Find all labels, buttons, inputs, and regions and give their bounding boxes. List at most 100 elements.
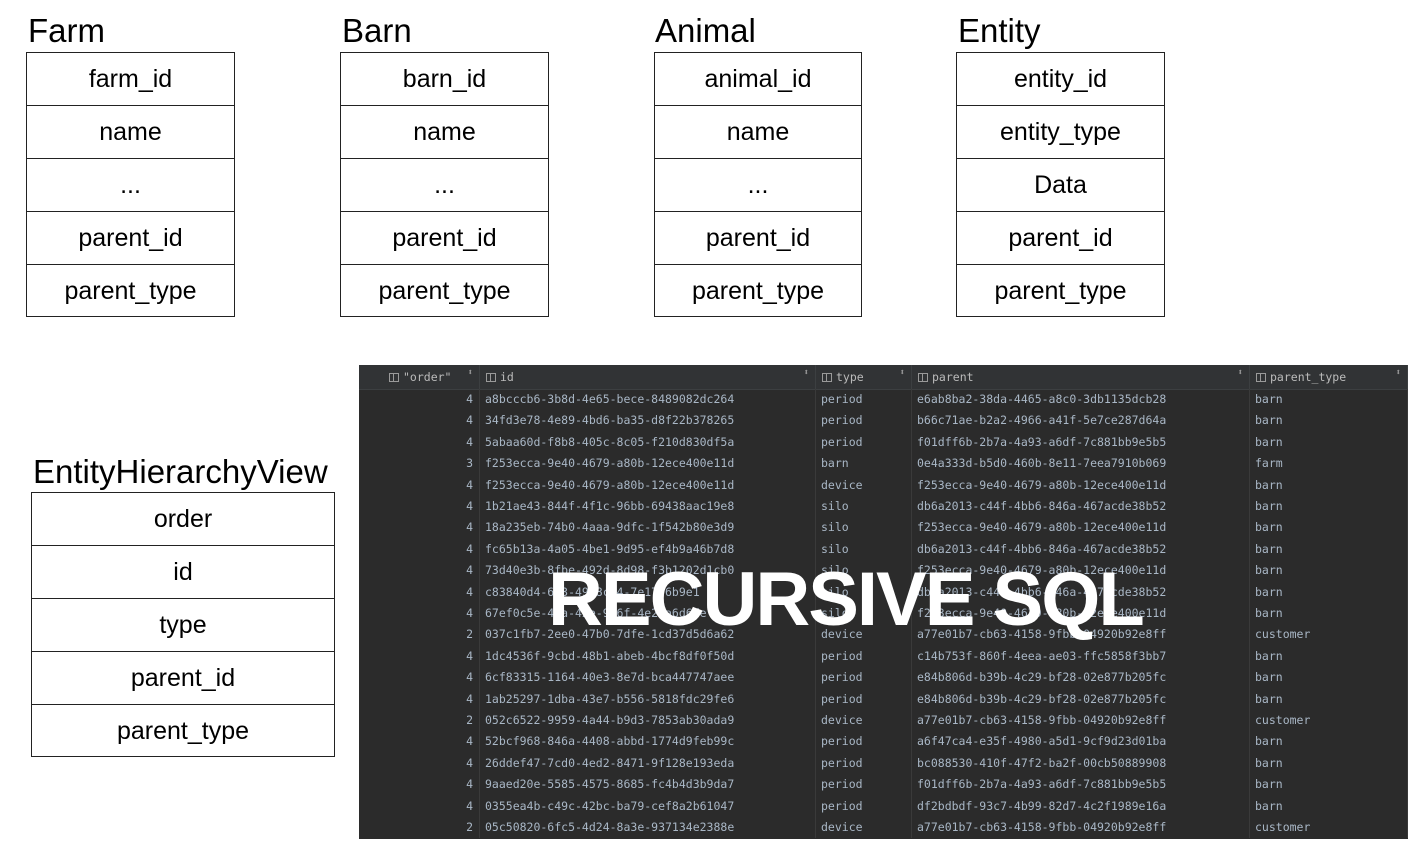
cell-parent-type[interactable]: barn	[1250, 538, 1408, 561]
cell-type[interactable]: period	[816, 795, 912, 817]
cell-parent-type[interactable]: barn	[1250, 688, 1408, 710]
cell-parent-type[interactable]: customer	[1250, 710, 1408, 732]
cell-parent[interactable]: e84b806d-b39b-4c29-bf28-02e877b205fc	[912, 688, 1250, 710]
sort-icon[interactable]: ⬍	[1395, 368, 1401, 378]
cell-id[interactable]: 1ab25297-1dba-43e7-b556-5818fdc29fe6	[480, 688, 816, 710]
cell-type[interactable]: period	[816, 774, 912, 796]
cell-order[interactable]: 4	[359, 688, 480, 710]
cell-type[interactable]: silo	[816, 517, 912, 539]
cell-id[interactable]: 34fd3e78-4e89-4bd6-ba35-d8f22b378265	[480, 410, 816, 432]
cell-order[interactable]: 2	[359, 710, 480, 732]
cell-parent-type[interactable]: barn	[1250, 389, 1408, 411]
cell-id[interactable]: 1dc4536f-9cbd-48b1-abeb-4bcf8df0f50d	[480, 645, 816, 668]
cell-parent-type[interactable]: barn	[1250, 431, 1408, 454]
cell-parent[interactable]: b66c71ae-b2a2-4966-a41f-5e7ce287d64a	[912, 410, 1250, 432]
cell-type[interactable]: device	[816, 474, 912, 496]
cell-parent[interactable]: a77e01b7-cb63-4158-9fbb-04920b92e8ff	[912, 817, 1250, 839]
cell-type[interactable]: device	[816, 710, 912, 732]
cell-parent[interactable]: 0e4a333d-b5d0-460b-8e11-7eea7910b069	[912, 453, 1250, 475]
cell-type[interactable]: silo	[816, 560, 912, 582]
cell-order[interactable]: 4	[359, 431, 480, 454]
cell-id[interactable]: 037c1fb7-2ee0-47b0-7dfe-1cd37d5d6a62	[480, 624, 816, 646]
column-header-id[interactable]: id ⬍	[480, 365, 816, 389]
cell-order[interactable]: 4	[359, 752, 480, 775]
cell-order[interactable]: 4	[359, 581, 480, 603]
cell-parent-type[interactable]: barn	[1250, 496, 1408, 518]
cell-parent-type[interactable]: barn	[1250, 410, 1408, 432]
cell-id[interactable]: a8bcccb6-3b8d-4e65-bece-8489082dc264	[480, 389, 816, 411]
cell-type[interactable]: period	[816, 731, 912, 753]
column-header-parent-type[interactable]: parent_type ⬍	[1250, 365, 1408, 389]
cell-type[interactable]: period	[816, 431, 912, 454]
column-header-type[interactable]: type ⬍	[816, 365, 912, 389]
cell-parent[interactable]: a77e01b7-cb63-4158-9fbb-04920b92e8ff	[912, 624, 1250, 646]
cell-parent[interactable]: f01dff6b-2b7a-4a93-a6df-7c881bb9e5b5	[912, 431, 1250, 454]
cell-parent-type[interactable]: farm	[1250, 453, 1408, 475]
cell-id[interactable]: 05c50820-6fc5-4d24-8a3e-937134e2388e	[480, 817, 816, 839]
cell-type[interactable]: period	[816, 752, 912, 775]
sort-icon[interactable]: ⬍	[803, 368, 809, 378]
cell-id[interactable]: 26ddef47-7cd0-4ed2-8471-9f128e193eda	[480, 752, 816, 775]
cell-id[interactable]: 1b21ae43-844f-4f1c-96bb-69438aac19e8	[480, 496, 816, 518]
cell-type[interactable]: device	[816, 624, 912, 646]
sort-icon[interactable]: ⬍	[899, 368, 905, 378]
cell-id[interactable]: 052c6522-9959-4a44-b9d3-7853ab30ada9	[480, 710, 816, 732]
cell-type[interactable]: period	[816, 667, 912, 689]
cell-id[interactable]: c83840d4-6c3-49-8c24-7e17f6b9e1	[480, 581, 816, 603]
cell-parent[interactable]: e6ab8ba2-38da-4465-a8c0-3db1135dcb28	[912, 389, 1250, 411]
cell-type[interactable]: silo	[816, 538, 912, 561]
cell-parent-type[interactable]: barn	[1250, 731, 1408, 753]
cell-id[interactable]: 73d40e3b-8fbe-492d-8d98-f3b1202d1cb0	[480, 560, 816, 582]
cell-parent[interactable]: f253ecca-9e40-4679-a80b-12ece400e11d	[912, 603, 1250, 625]
cell-parent-type[interactable]: barn	[1250, 752, 1408, 775]
cell-order[interactable]: 4	[359, 795, 480, 817]
sort-icon[interactable]: ⬍	[1237, 368, 1243, 378]
cell-parent[interactable]: db6a2013-c44f-4bb6-846a-467acde38b52	[912, 538, 1250, 561]
cell-parent[interactable]: f01dff6b-2b7a-4a93-a6df-7c881bb9e5b5	[912, 774, 1250, 796]
cell-parent-type[interactable]: customer	[1250, 624, 1408, 646]
cell-type[interactable]: period	[816, 389, 912, 411]
cell-id[interactable]: fc65b13a-4a05-4be1-9d95-ef4b9a46b7d8	[480, 538, 816, 561]
cell-order[interactable]: 4	[359, 538, 480, 561]
cell-type[interactable]: silo	[816, 603, 912, 625]
cell-parent[interactable]: f253ecca-9e40-4679-a80b-12ece400e11d	[912, 474, 1250, 496]
cell-parent-type[interactable]: barn	[1250, 474, 1408, 496]
cell-type[interactable]: barn	[816, 453, 912, 475]
cell-id[interactable]: 52bcf968-846a-4408-abbd-1774d9feb99c	[480, 731, 816, 753]
cell-order[interactable]: 4	[359, 389, 480, 411]
cell-id[interactable]: f253ecca-9e40-4679-a80b-12ece400e11d	[480, 474, 816, 496]
cell-type[interactable]: period	[816, 688, 912, 710]
cell-order[interactable]: 4	[359, 667, 480, 689]
cell-parent[interactable]: e84b806d-b39b-4c29-bf28-02e877b205fc	[912, 667, 1250, 689]
cell-order[interactable]: 2	[359, 817, 480, 839]
cell-parent-type[interactable]: barn	[1250, 645, 1408, 668]
cell-order[interactable]: 4	[359, 603, 480, 625]
cell-parent-type[interactable]: barn	[1250, 795, 1408, 817]
cell-parent-type[interactable]: customer	[1250, 817, 1408, 839]
cell-id[interactable]: 9aaed20e-5585-4575-8685-fc4b4d3b9da7	[480, 774, 816, 796]
cell-parent[interactable]: a77e01b7-cb63-4158-9fbb-04920b92e8ff	[912, 710, 1250, 732]
column-header-parent[interactable]: parent ⬍	[912, 365, 1250, 389]
cell-parent[interactable]: f253ecca-9e40-4679-a80b-12ece400e11d	[912, 517, 1250, 539]
cell-parent[interactable]: db6a2013-c44f-4bb6-846a-467acde38b52	[912, 496, 1250, 518]
cell-id[interactable]: 67ef0c5e-4da-42e-936f-4e2da6d6de	[480, 603, 816, 625]
cell-order[interactable]: 4	[359, 645, 480, 668]
cell-id[interactable]: 0355ea4b-c49c-42bc-ba79-cef8a2b61047	[480, 795, 816, 817]
column-header-order[interactable]: "order" ⬍	[359, 365, 480, 389]
cell-order[interactable]: 4	[359, 731, 480, 753]
cell-order[interactable]: 4	[359, 560, 480, 582]
cell-order[interactable]: 2	[359, 624, 480, 646]
cell-order[interactable]: 4	[359, 496, 480, 518]
